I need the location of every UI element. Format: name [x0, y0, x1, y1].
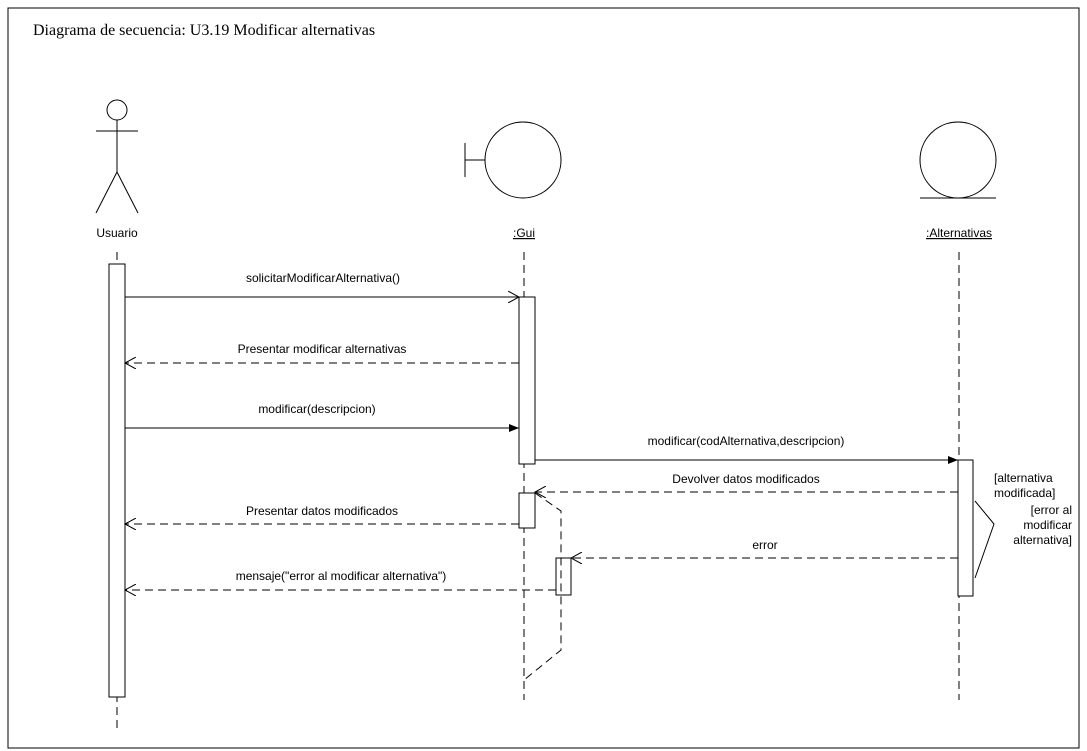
actor-label: Usuario	[96, 226, 138, 240]
activation-gui-3	[555, 557, 572, 596]
activation-usuario	[108, 263, 126, 698]
gui-label: :Gui	[513, 226, 535, 240]
actor-head	[106, 99, 128, 121]
message-label-6: Presentar datos modificados	[246, 504, 398, 518]
guard-error-line-3: alternativa]	[1013, 533, 1072, 547]
diagram-border	[7, 7, 1080, 749]
guard-error-line-1: [error al	[1031, 503, 1072, 517]
alt-branch-connector	[523, 492, 562, 681]
activation-gui-2	[518, 492, 536, 529]
guard-success-line-1: [alternativa	[994, 471, 1053, 485]
message-label-3: modificar(descripcion)	[258, 402, 375, 416]
boundary-gui	[464, 121, 562, 199]
entity-alternativas	[919, 121, 997, 199]
message-label-4: modificar(codAlternativa,descripcion)	[648, 434, 845, 448]
message-label-5: Devolver datos modificados	[672, 472, 819, 486]
guard-bracket	[974, 500, 995, 579]
message-label-7: error	[752, 538, 777, 552]
message-label-8: mensaje("error al modificar alternativa"…	[236, 569, 447, 583]
alternativas-label: :Alternativas	[926, 226, 992, 240]
guard-success-line-2: modificada]	[994, 486, 1055, 500]
message-label-1: solicitarModificarAlternativa()	[246, 271, 400, 285]
diagram-title: Diagrama de secuencia: U3.19 Modificar a…	[33, 22, 375, 39]
activation-alternativas	[957, 459, 974, 597]
activation-gui-1	[518, 296, 536, 465]
guard-error-line-2: modificar	[1023, 518, 1072, 532]
message-label-2: Presentar modificar alternativas	[238, 342, 407, 356]
actor-usuario	[95, 99, 139, 214]
